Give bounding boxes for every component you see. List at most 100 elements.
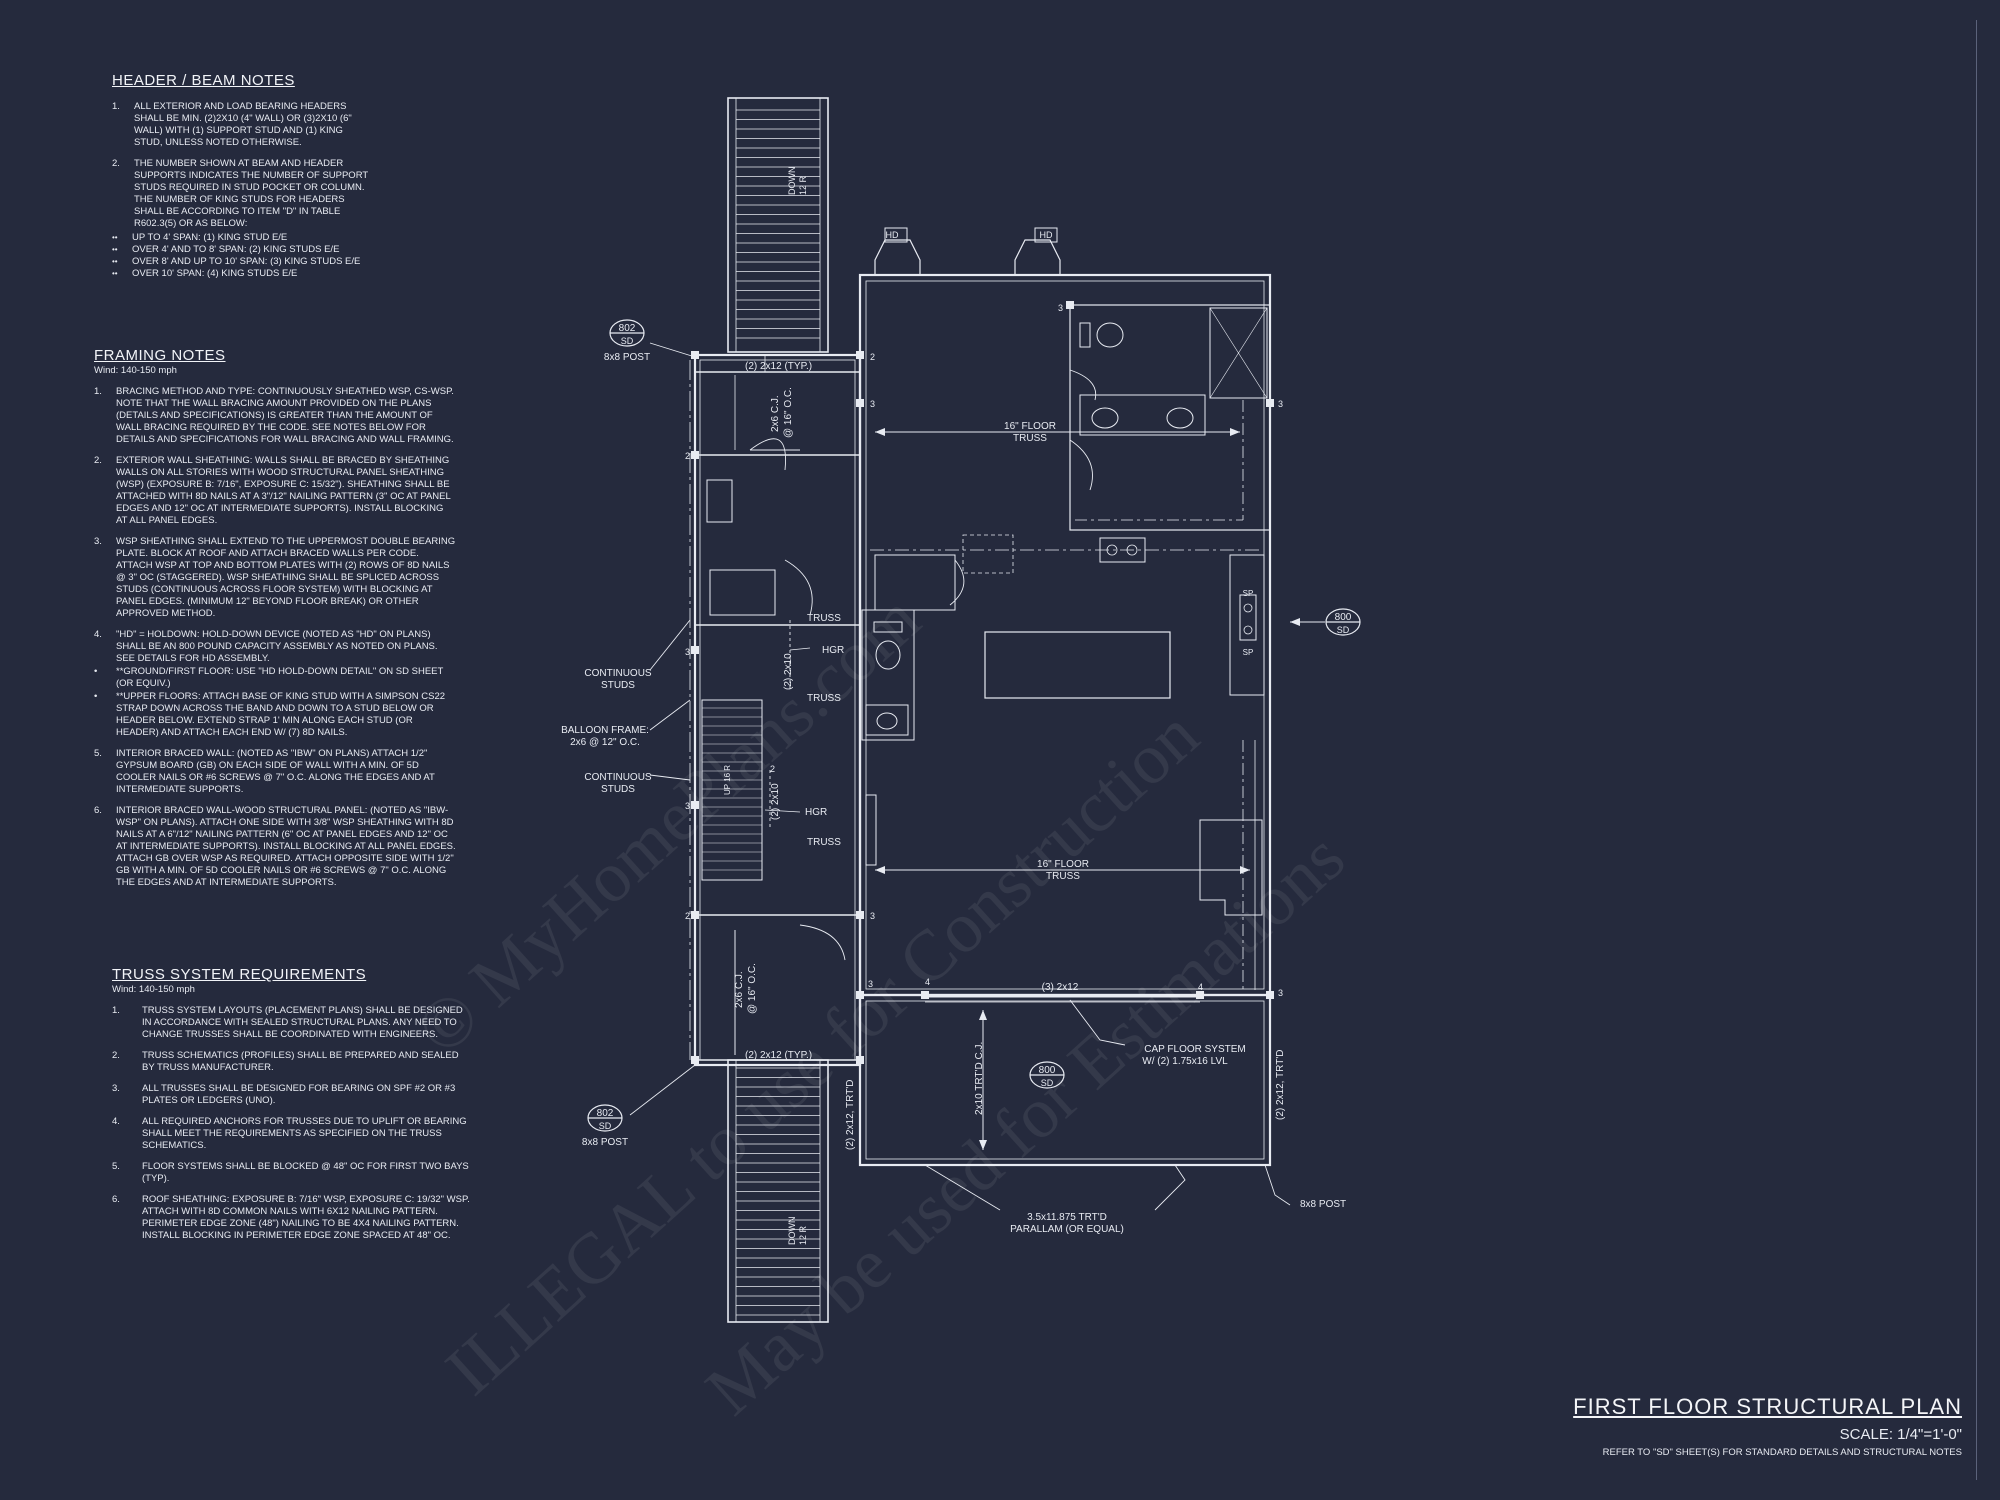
bullet-item: OVER 4' AND TO 8' SPAN: (2) KING STUDS E… <box>112 244 372 256</box>
stud-count: 3 <box>685 647 690 657</box>
cj-label: 2x6 C.J. <box>734 971 745 1008</box>
framing-note-item: 5.INTERIOR BRACED WALL: (NOTED AS "IBW" … <box>94 748 435 795</box>
stair-up-label: UP 16 R <box>723 765 732 795</box>
cj-spacing: @ 16" O.C. <box>747 963 758 1014</box>
framing-note-item: •**GROUND/FIRST FLOOR: USE "HD HOLD-DOWN… <box>94 666 444 689</box>
framing-note-item: 3.WSP SHEATHING SHALL EXTEND TO THE UPPE… <box>94 536 456 619</box>
bullet-item: OVER 8' AND UP TO 10' SPAN: (3) KING STU… <box>112 256 372 268</box>
detail-num: 800 <box>1039 1065 1056 1076</box>
stair-down-label: DOWN <box>787 1217 797 1246</box>
bullet-item: UP TO 4' SPAN: (1) KING STUD E/E <box>112 232 372 244</box>
framing-note-item: 2.EXTERIOR WALL SHEATHING: WALLS SHALL B… <box>94 455 451 526</box>
bullet-item: OVER 10' SPAN: (4) KING STUDS E/E <box>112 268 372 280</box>
cj-trtd-label: 2x10 TRT'D C.J. <box>974 1042 985 1115</box>
title-block: FIRST FLOOR STRUCTURAL PLAN SCALE: 1/4"=… <box>1573 1394 1962 1458</box>
column-post <box>691 1056 699 1064</box>
framing-note-item: 1.BRACING METHOD AND TYPE: CONTINUOUSLY … <box>94 386 454 445</box>
column-post <box>856 911 864 919</box>
detail-callouts <box>587 319 1361 1132</box>
stair-down-label: DOWN <box>787 167 797 196</box>
floor-truss-label: 16" FLOOR <box>1004 421 1056 432</box>
stud-count: 4 <box>925 977 930 987</box>
sheet-border <box>1976 20 1977 1480</box>
kitchen-island <box>984 631 1171 699</box>
stud-count: 3 <box>1278 399 1283 409</box>
balloon-frame-spacing: 2x6 @ 12" O.C. <box>570 737 640 748</box>
column-post <box>856 991 864 999</box>
column-post <box>1266 399 1274 407</box>
beam-label: (2) 2x10 <box>770 783 781 820</box>
column-post <box>691 646 699 654</box>
cj-spacing: @ 16" O.C. <box>783 387 794 438</box>
stud-count: 3 <box>685 801 690 811</box>
header-beam-notes: HEADER / BEAM NOTES 1.ALL EXTERIOR AND L… <box>112 72 372 280</box>
parallam-label: 3.5x11.875 TRT'D <box>1027 1212 1107 1223</box>
stud-count: 3 <box>1058 303 1063 313</box>
column-post <box>856 399 864 407</box>
framing-note-item: •**UPPER FLOORS: ATTACH BASE OF KING STU… <box>94 691 446 738</box>
plan-linework <box>629 97 1325 1323</box>
stud-count: 2 <box>685 911 690 921</box>
truss-label: TRUSS <box>807 837 841 848</box>
truss-wind: Wind: 140-150 mph <box>112 984 195 995</box>
truss-note-item: 1.TRUSS SYSTEM LAYOUTS (PLACEMENT PLANS)… <box>112 1005 463 1040</box>
detail-sheet: SD <box>1337 625 1350 635</box>
stair-inner-treads <box>702 707 762 871</box>
cj-label: 2x6 C.J. <box>770 395 781 432</box>
sp-label: SP <box>1243 648 1254 657</box>
framing-note-item: 6.INTERIOR BRACED WALL-WOOD STRUCTURAL P… <box>94 805 456 888</box>
framing-wind: Wind: 140-150 mph <box>94 365 177 376</box>
drawing-scale: SCALE: 1/4"=1'-0" <box>1839 1426 1962 1443</box>
porch-deck <box>858 993 1272 1167</box>
continuous-studs-label: STUDS <box>601 784 635 795</box>
beam-label: (2) 2x12 (TYP.) <box>745 361 812 372</box>
column-post <box>1066 301 1074 309</box>
header-beam-notes-title: HEADER / BEAM NOTES <box>112 72 295 89</box>
continuous-studs-label: CONTINUOUS <box>584 668 652 679</box>
column-post <box>691 451 699 459</box>
truss-note-item: 3.ALL TRUSSES SHALL BE DESIGNED FOR BEAR… <box>112 1083 456 1106</box>
column-post <box>1266 991 1274 999</box>
stair-top <box>727 97 829 353</box>
stud-count: 3 <box>870 911 875 921</box>
cap-floor-lvl: W/ (2) 1.75x16 LVL <box>1142 1056 1228 1067</box>
header-note-item: 2.THE NUMBER SHOWN AT BEAM AND HEADER SU… <box>112 158 369 229</box>
hd-label: HD <box>886 230 899 240</box>
plan-text: 802 SD 8x8 POST 802 SD 8x8 POST 800 SD 8… <box>561 167 1352 1246</box>
truss-label: TRUSS <box>807 613 841 624</box>
framing-note-item: 4."HD" = HOLDOWN: HOLD-DOWN DEVICE (NOTE… <box>94 629 438 664</box>
hd-label: HD <box>1040 230 1053 240</box>
detail-sheet: SD <box>1041 1078 1054 1088</box>
beam-trtd-label: (2) 2x12, TRT'D <box>1275 1050 1286 1120</box>
stud-count: 2 <box>685 451 690 461</box>
beam-label: (2) 2x12 (TYP.) <box>745 1050 812 1061</box>
column-posts <box>691 301 1274 1064</box>
stud-count: 2 <box>870 352 875 362</box>
stud-count: 2 <box>770 764 775 774</box>
balloon-frame-label: BALLOON FRAME: <box>561 725 649 736</box>
stair-top-treads <box>736 109 820 339</box>
column-post <box>856 1056 864 1064</box>
stair-bottom-treads <box>736 1067 820 1316</box>
cap-floor-label: CAP FLOOR SYSTEM <box>1144 1044 1246 1055</box>
drawing-reference: REFER TO "SD" SHEET(S) FOR STANDARD DETA… <box>1602 1447 1962 1458</box>
header-note-item: 1.ALL EXTERIOR AND LOAD BEARING HEADERS … <box>112 101 352 148</box>
floor-truss-label: TRUSS <box>1013 433 1047 444</box>
hanger-label: HGR <box>805 807 827 818</box>
stud-count: 4 <box>1198 982 1203 992</box>
beam-label: (2) 2x10 <box>783 653 794 690</box>
column-post <box>1196 991 1204 999</box>
stair-riser-count: 12 R <box>798 175 808 195</box>
beam-trtd-label: (2) 2x12, TRT'D <box>845 1080 856 1150</box>
king-stud-bullets: UP TO 4' SPAN: (1) KING STUD E/E OVER 4'… <box>112 232 372 280</box>
post-label: 8x8 POST <box>604 352 650 363</box>
parallam-label: PARALLAM (OR EQUAL) <box>1010 1224 1124 1235</box>
floor-truss-label: TRUSS <box>1046 871 1080 882</box>
detail-sheet: SD <box>599 1121 612 1131</box>
beam-label: (3) 2x12 <box>1042 982 1079 993</box>
framing-notes-title: FRAMING NOTES <box>94 347 226 364</box>
column-post <box>691 351 699 359</box>
floor-truss-label: 16" FLOOR <box>1037 859 1089 870</box>
truss-notes: TRUSS SYSTEM REQUIREMENTS Wind: 140-150 … <box>112 966 472 1251</box>
